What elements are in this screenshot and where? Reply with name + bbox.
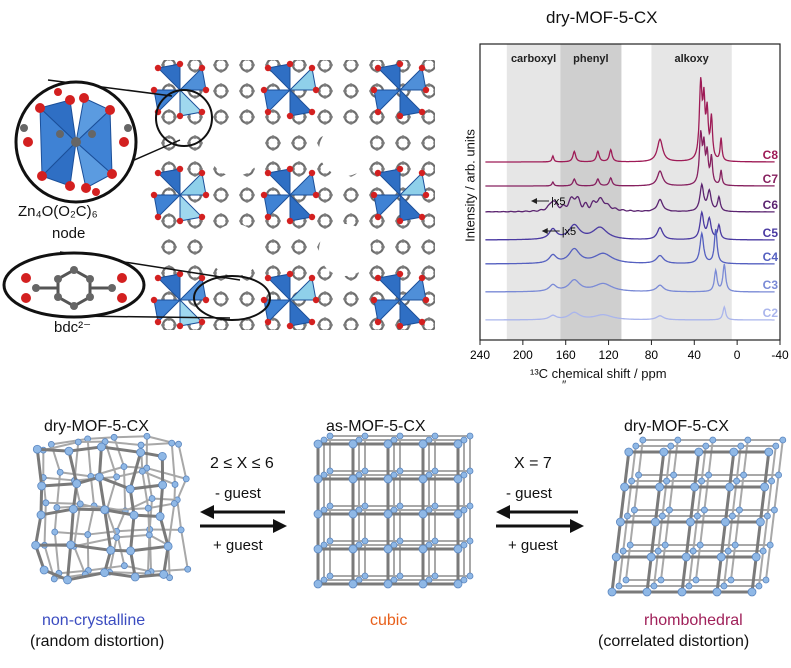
mof-structure-illustration (2, 60, 435, 330)
x-tick-label: 0 (734, 348, 741, 362)
nmr-ylabel: Intensity / arb. units (462, 129, 478, 242)
left-condition: 2 ≤ X ≤ 6 (210, 455, 274, 472)
nmr-xlabel-tail: ″ (562, 378, 567, 392)
spectrum-label: C7 (763, 172, 779, 186)
scale-annotation: |x5 (562, 226, 576, 238)
scale-arrowhead (531, 198, 537, 204)
linker-label: bdc²⁻ (54, 319, 92, 336)
region-carboxyl (506, 44, 561, 340)
scale-annotation: |x5 (551, 196, 565, 208)
rhombohedral-label: rhombohedral (644, 612, 743, 629)
x-tick-label: 80 (645, 348, 659, 362)
left-add-guest: + guest (213, 537, 263, 554)
region-label: alkoxy (674, 53, 709, 65)
right-remove-guest: - guest (506, 485, 552, 502)
cubic-label: cubic (370, 612, 408, 629)
spectrum-label: C8 (763, 148, 779, 162)
spectrum-C8 (485, 77, 775, 163)
right-equilibrium-arrow (496, 505, 584, 533)
zn-node-clusters (150, 60, 430, 330)
equilibrium-arrows (200, 505, 584, 533)
right-add-guest: + guest (508, 537, 558, 554)
node-zoom-circle (14, 79, 213, 204)
spectrum-C4 (485, 228, 775, 265)
node-label: Zn₄O(O₂C)₆ (18, 203, 98, 220)
spectrum-label: C2 (763, 306, 779, 320)
right-condition: X = 7 (514, 455, 552, 472)
zn-node (150, 270, 210, 330)
spectrum-C2 (485, 305, 775, 321)
spectrum-C7 (485, 130, 775, 187)
zn-node (260, 270, 320, 330)
x-tick-label: -40 (771, 348, 789, 362)
zn-node (370, 60, 430, 120)
spectrum-label: C4 (763, 250, 779, 264)
x-tick-label: 40 (688, 348, 702, 362)
spectrum-C5 (485, 210, 775, 241)
spectrum-label: C3 (763, 278, 779, 292)
center-state-title: as-MOF-5-CX (326, 418, 426, 435)
x-tick-label: 240 (470, 348, 490, 362)
linker-zoom-ellipse (2, 251, 271, 321)
left-remove-guest: - guest (215, 485, 261, 502)
scale-arrowhead (541, 228, 548, 234)
lattice-models (31, 432, 787, 597)
zn-node (150, 60, 210, 120)
noncrystalline-lattice (31, 432, 192, 585)
right-state-title: dry-MOF-5-CX (624, 418, 729, 435)
correlated-distortion-label: (correlated distortion) (598, 633, 750, 650)
spectrum-label: C6 (763, 198, 779, 212)
noncrystalline-label: non-crystalline (42, 612, 146, 629)
node-sublabel: node (52, 225, 86, 242)
zn-node (150, 165, 210, 225)
region-label: carboxyl (511, 53, 556, 65)
region-alkoxy (651, 44, 732, 340)
random-distortion-label: (random distortion) (30, 633, 165, 650)
rhombohedral-lattice (607, 436, 787, 597)
zn-node (260, 165, 320, 225)
x-tick-label: 200 (513, 348, 533, 362)
nmr-title: dry-MOF-5-CX (546, 8, 658, 27)
zn-node (370, 270, 430, 330)
left-state-title: dry-MOF-5-CX (44, 418, 149, 435)
zn-node (260, 60, 320, 120)
left-equilibrium-arrow (200, 505, 287, 533)
x-tick-label: 120 (599, 348, 619, 362)
nmr-xlabel: ¹³C chemical shift / ppm (530, 366, 667, 381)
spectrum-label: C5 (763, 226, 779, 240)
nmr-chart: carboxyl phenyl alkoxy 240 200 160 120 80 40 0 -40… (470, 43, 789, 362)
zn-node (370, 165, 430, 225)
region-label: phenyl (573, 53, 608, 65)
region-phenyl (560, 44, 622, 340)
spectrum-C3 (485, 263, 775, 293)
x-tick-label: 160 (556, 348, 576, 362)
plot-frame (479, 43, 781, 341)
spectrum-C6 (485, 182, 775, 213)
cubic-lattice (313, 432, 474, 589)
